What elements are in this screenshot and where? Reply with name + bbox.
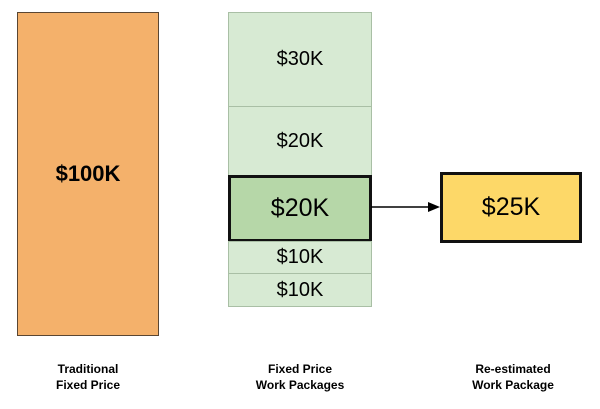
work-package-5-value: $10K [276,278,324,301]
traditional-value: $100K [55,161,121,186]
reestimated-caption-line-2: Work Package [472,378,554,392]
work-packages-caption: Fixed Price Work Packages [220,361,380,393]
work-package-4-value: $10K [276,246,324,268]
reestimated-caption: Re-estimated Work Package [433,361,593,393]
work-package-5: $10K [228,273,372,307]
reestimated-caption-line-1: Re-estimated [475,362,551,376]
work-packages-caption-line-2: Work Packages [255,378,345,392]
work-package-2-value: $20K [276,129,324,152]
reestimated-value: $25K [481,193,541,221]
traditional-caption-line-1: Traditional [57,362,119,376]
work-package-3-value: $20K [270,194,330,222]
arrow-right-icon [371,202,440,212]
work-package-1-value: $30K [276,48,324,70]
work-package-3-highlighted: $20K [228,175,372,242]
traditional-fixed-price-block: $100K [17,12,159,336]
work-package-1: $30K [228,12,372,107]
work-packages-caption-line-1: Fixed Price [267,362,333,376]
traditional-caption: Traditional Fixed Price [8,361,168,393]
traditional-caption-line-2: Fixed Price [55,378,121,392]
work-package-2: $20K [228,106,372,176]
reestimated-work-package: $25K [440,172,582,243]
work-package-4: $10K [228,241,372,274]
